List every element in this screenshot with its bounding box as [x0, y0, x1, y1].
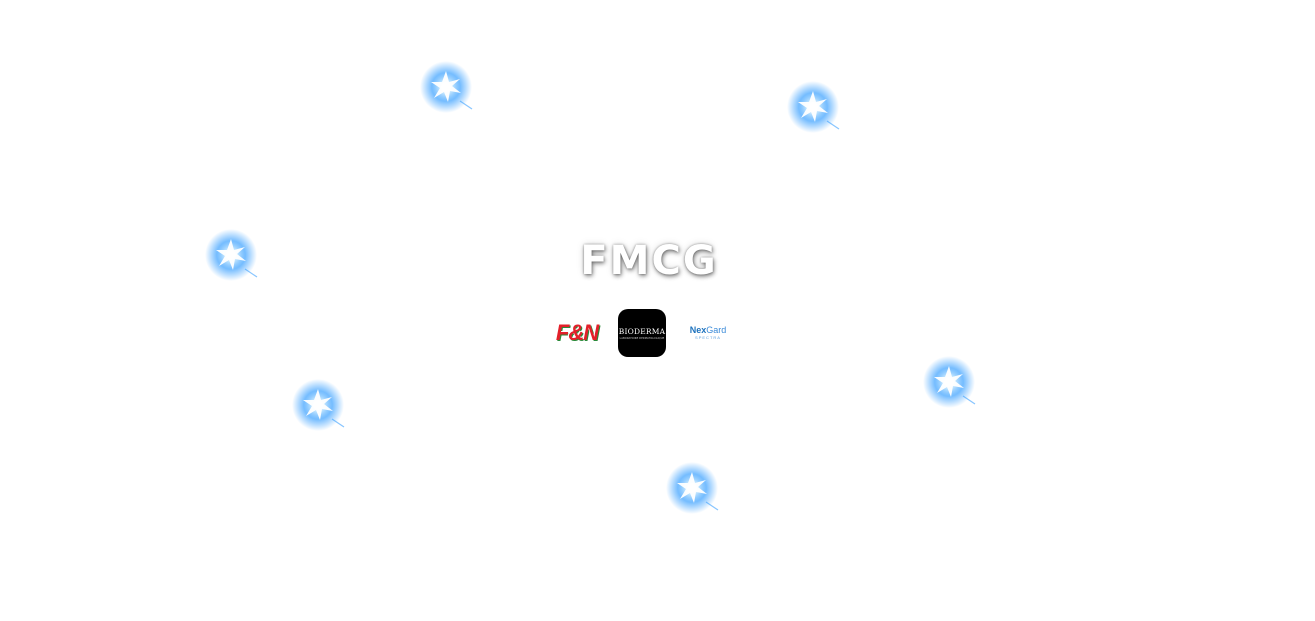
nexgard-logo[interactable]: NexGard SPECTRA	[684, 309, 732, 357]
glowing-star-icon	[778, 77, 848, 137]
glowing-star-icon	[657, 458, 727, 518]
bioderma-logo-text: BIODERMA	[618, 326, 666, 336]
fn-logo[interactable]: F&N	[553, 309, 601, 357]
fn-logo-text: F&N	[555, 320, 599, 345]
bioderma-logo[interactable]: BIODERMA LABORATOIRE DERMATOLOGIQUE	[618, 309, 666, 357]
bioderma-logo-subtext: LABORATOIRE DERMATOLOGIQUE	[619, 336, 665, 340]
client-logo-row: F&N BIODERMA LABORATOIRE DERMATOLOGIQUE …	[553, 309, 732, 357]
nexgard-logo-text: NexGard	[689, 325, 727, 335]
section-title: FMCG	[580, 238, 718, 284]
glowing-star-icon	[411, 57, 481, 117]
nexgard-logo-subtext: SPECTRA	[695, 335, 721, 340]
glowing-star-icon	[283, 375, 353, 435]
glowing-star-icon	[914, 352, 984, 412]
